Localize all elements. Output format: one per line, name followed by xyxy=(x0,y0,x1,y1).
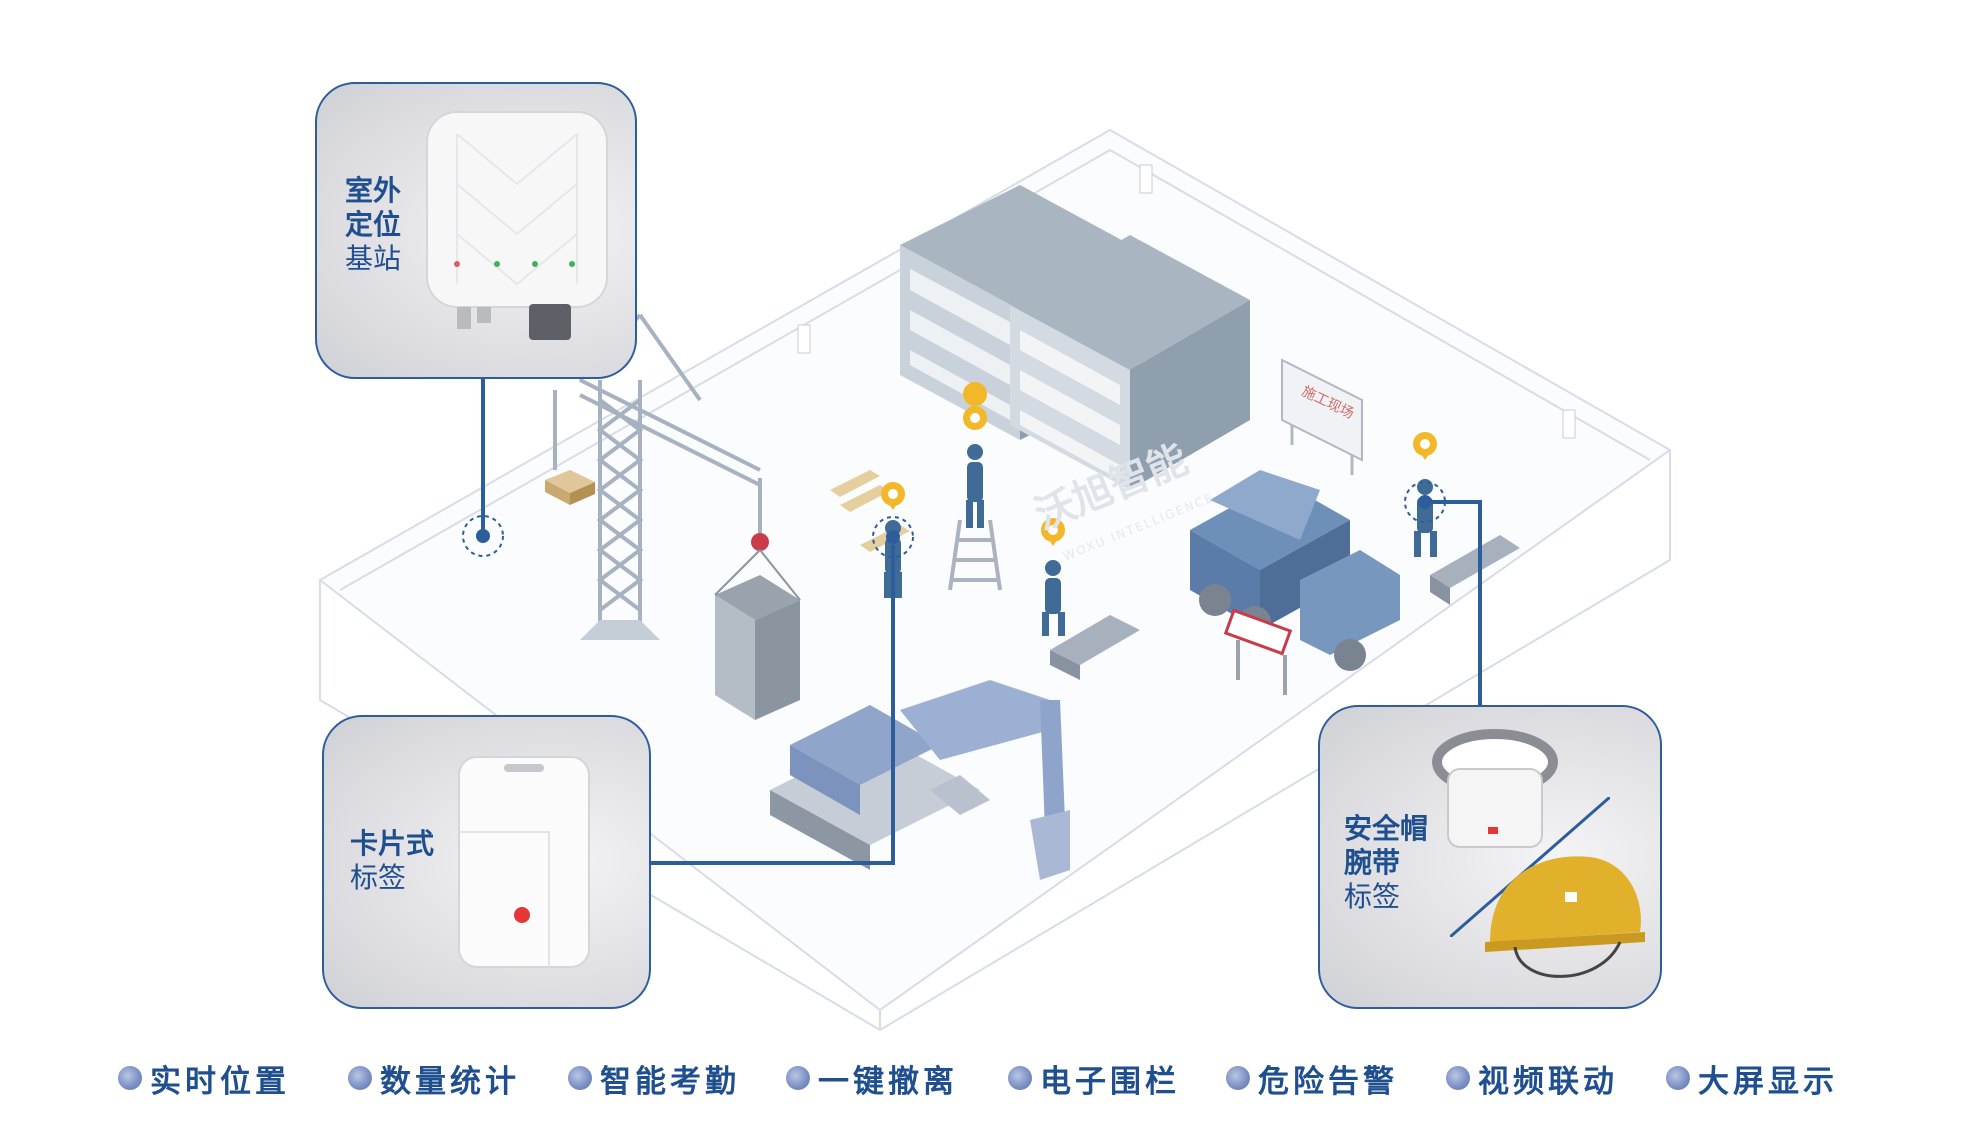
tag-marker xyxy=(462,515,504,557)
feature-item: 视频联动 xyxy=(1446,1048,1618,1108)
feature-list: 实时位置 数量统计 智能考勤 一键撤离 电子围栏 危险告警 视频联动 大屏显示 xyxy=(0,1048,1968,1108)
wristband-device-icon xyxy=(1432,729,1558,848)
feature-item: 实时位置 xyxy=(118,1048,290,1108)
divider-line xyxy=(1450,797,1610,937)
tag-marker xyxy=(872,516,914,558)
bullet-dot-icon xyxy=(1008,1066,1032,1090)
location-pin-icon xyxy=(1413,432,1437,460)
feature-label: 一键撤离 xyxy=(818,1063,958,1100)
bullet-dot-icon xyxy=(348,1066,372,1090)
card-tag-callout: 卡片式 标签 xyxy=(322,715,651,1009)
site-signboard xyxy=(1281,358,1363,475)
site-boundary xyxy=(318,128,1672,1032)
base-station-callout: 室外 定位 基站 xyxy=(315,82,637,379)
hanging-crate xyxy=(545,470,595,505)
feature-item: 大屏显示 xyxy=(1666,1048,1838,1108)
building-right xyxy=(1010,235,1250,490)
card-tag-device-icon xyxy=(458,756,590,968)
ladder xyxy=(948,519,1002,591)
feature-item: 危险告警 xyxy=(1226,1048,1398,1108)
location-pin-icon xyxy=(963,382,988,430)
feature-item: 智能考勤 xyxy=(568,1048,740,1108)
callout-title-line2: 定位 xyxy=(345,208,402,241)
worker-icon xyxy=(966,444,984,528)
feature-label: 实时位置 xyxy=(150,1063,290,1100)
crane-hook xyxy=(751,533,769,551)
bullet-dot-icon xyxy=(568,1066,592,1090)
bullet-dot-icon xyxy=(1226,1066,1250,1090)
feature-label: 危险告警 xyxy=(1258,1063,1398,1100)
feature-label: 数量统计 xyxy=(380,1063,520,1100)
feature-label: 视频联动 xyxy=(1478,1063,1618,1100)
feature-item: 一键撤离 xyxy=(786,1048,958,1108)
feature-label: 大屏显示 xyxy=(1698,1063,1838,1100)
worker-icon xyxy=(1042,560,1065,636)
base-station-device-icon xyxy=(426,111,608,340)
crane-load xyxy=(714,549,801,720)
wall-marker xyxy=(1139,164,1153,194)
dump-truck xyxy=(1190,470,1400,671)
callout-subtitle: 标签 xyxy=(350,861,407,894)
connector-lines xyxy=(481,375,1482,865)
bullet-dot-icon xyxy=(786,1066,810,1090)
callout-subtitle: 基站 xyxy=(345,242,402,275)
callout-title-line2: 腕带 xyxy=(1344,846,1401,879)
workbench xyxy=(1050,535,1520,680)
feature-item: 电子围栏 xyxy=(1008,1048,1180,1108)
road-barrier xyxy=(1223,608,1293,695)
wall-marker xyxy=(1562,409,1576,439)
helmet-tag-callout: 安全帽 腕带 标签 xyxy=(1318,705,1662,1009)
callout-title-line1: 安全帽 xyxy=(1344,812,1429,845)
wall-marker xyxy=(797,324,811,354)
callout-title-line1: 卡片式 xyxy=(350,827,435,860)
feature-item: 数量统计 xyxy=(348,1048,520,1108)
callout-subtitle: 标签 xyxy=(1344,880,1401,913)
feature-label: 智能考勤 xyxy=(600,1063,740,1100)
safety-helmet-icon xyxy=(1485,856,1645,978)
building-left-windows xyxy=(910,270,1010,420)
callout-title-line1: 室外 xyxy=(345,174,402,207)
location-pin-icon xyxy=(1041,518,1065,546)
excavator xyxy=(770,680,1070,880)
feature-label: 电子围栏 xyxy=(1040,1063,1180,1100)
bullet-dot-icon xyxy=(1666,1066,1690,1090)
bullet-dot-icon xyxy=(1446,1066,1470,1090)
bullet-dot-icon xyxy=(118,1066,142,1090)
location-pin-icon xyxy=(881,482,905,510)
